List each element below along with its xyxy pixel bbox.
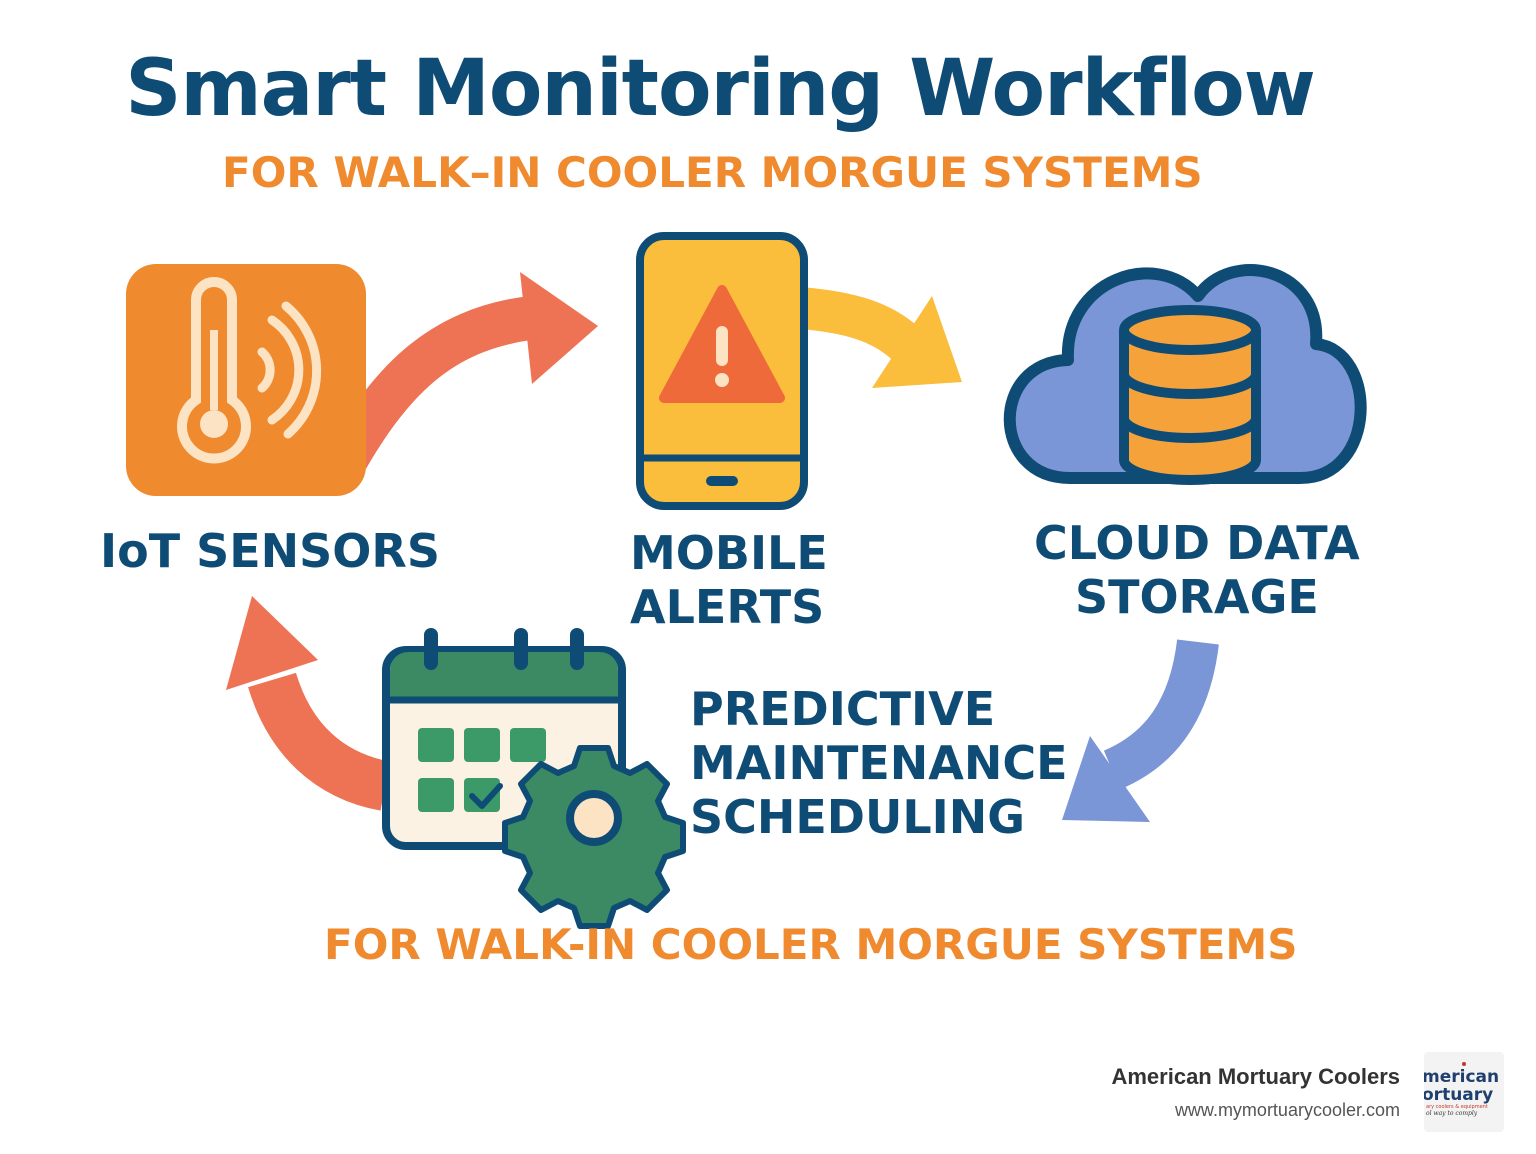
node-label-line: ALERTS (630, 580, 825, 634)
node-label-iot-sensors: IoT SENSORS (100, 524, 440, 578)
node-label-predictive-maintenance: PREDICTIVE MAINTENANCE SCHEDULING (690, 682, 1068, 844)
page-title: Smart Monitoring Workflow (125, 44, 1316, 134)
node-label-mobile-alerts: MOBILE ALERTS (630, 526, 828, 634)
node-label-line: SCHEDULING (690, 790, 1026, 844)
arrow-predictive-to-iot (226, 596, 391, 811)
node-label-line: MAINTENANCE (690, 736, 1068, 790)
calendar-gear-icon (382, 628, 686, 929)
cloud-database-icon (1003, 264, 1367, 485)
node-label-line: STORAGE (1074, 570, 1319, 624)
node-label-cloud-data-storage: CLOUD DATA STORAGE (1034, 516, 1360, 624)
phone-alert-icon (636, 232, 808, 510)
logo-mark: merican ortuary ary coolers & equipment … (1424, 1062, 1499, 1117)
logo-line: ary coolers & equipment (1426, 1104, 1488, 1110)
thermometer-signal-icon (126, 264, 366, 496)
arrow-cloud-to-predictive (1062, 639, 1219, 822)
subtitle-top: FOR WALK–IN COOLER MORGUE SYSTEMS (222, 148, 1203, 197)
logo-dot-icon (1462, 1062, 1466, 1066)
node-label-line: PREDICTIVE (690, 682, 996, 736)
arrow-mobile-to-cloud (798, 287, 962, 388)
node-label-line: MOBILE (630, 526, 828, 580)
node-label-line: IoT SENSORS (100, 524, 440, 578)
company-logo: merican ortuary ary coolers & equipment … (1424, 1052, 1504, 1132)
logo-line: ortuary (1424, 1085, 1493, 1105)
logo-line: ol way to comply (1426, 1110, 1478, 1117)
footer-company-name: American Mortuary Coolers (1111, 1064, 1400, 1089)
node-label-line: CLOUD DATA (1034, 516, 1360, 570)
subtitle-bottom: FOR WALK-IN COOLER MORGUE SYSTEMS (324, 920, 1298, 969)
arrow-iot-to-mobile (320, 272, 598, 481)
footer-url: www.mymortuarycooler.com (1174, 1100, 1400, 1120)
logo-line: merican (1424, 1067, 1499, 1087)
